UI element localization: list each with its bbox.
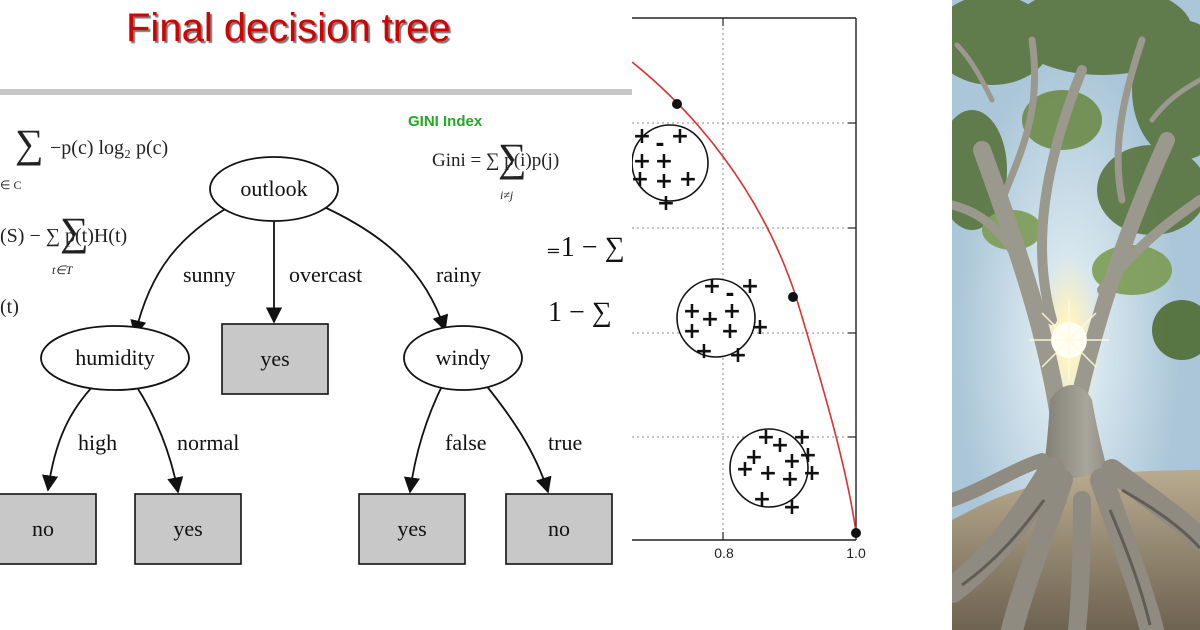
gini-formula: Gini = ∑ p(i)p(j): [432, 150, 560, 171]
edge-high: [42, 383, 96, 492]
cluster-3-plus: +: [781, 467, 799, 492]
entropy-one-minus-formula: 1 − ∑: [548, 297, 612, 328]
cluster-3-plus: +: [753, 487, 771, 512]
cluster-2-plus: +: [703, 274, 721, 299]
cluster-3-plus: +: [757, 425, 775, 450]
leaf-yes-overcast: yes: [221, 323, 329, 395]
slide-title: Final decision tree: [126, 6, 451, 50]
tree-edges: [42, 204, 552, 494]
leaf-label-no-high: no: [32, 516, 54, 541]
node-label-outlook: outlook: [240, 176, 307, 201]
plot-ticks: [722, 18, 856, 540]
cluster-3-plus: +: [783, 449, 801, 474]
leaf-no-high: no: [0, 493, 97, 565]
edge-label-normal: normal: [177, 430, 239, 455]
node-humidity: humidity: [40, 325, 190, 391]
cluster-2-plus: +: [751, 315, 769, 340]
edge-label-overcast: overcast: [289, 262, 362, 287]
cluster-2-plus: +: [701, 307, 719, 332]
leaf-yes-false: yes: [358, 493, 466, 565]
gini-index-label: GINI Index: [408, 113, 483, 130]
cluster-2-plus: +: [683, 299, 701, 324]
node-outlook: outlook: [209, 156, 339, 222]
edge-label-high: high: [78, 430, 117, 455]
cluster-1-plus: +: [633, 149, 651, 174]
cluster-2-plus: +: [721, 319, 739, 344]
cluster-2-plus: +: [723, 299, 741, 324]
curve-point-3: [851, 528, 861, 538]
cluster-1-plus: +: [657, 191, 675, 216]
cluster-1-plus: +: [655, 149, 673, 174]
edge-rainy: [321, 205, 449, 332]
split-formula: (t): [0, 296, 19, 318]
cluster-1-plus: +: [679, 167, 697, 192]
entropy-sum-symbol: ∑: [15, 121, 44, 166]
photo-branches: [952, 36, 1200, 449]
cluster-3-plus: +: [799, 443, 817, 468]
edge-false: [403, 383, 444, 494]
gini-formula-subscript: i≠j: [500, 188, 514, 202]
cluster-2-plus: +: [695, 339, 713, 364]
cluster-2-minus: -: [725, 282, 734, 307]
edge-label-true: true: [548, 430, 582, 455]
cluster-3-plus: +: [745, 445, 763, 470]
gini-one-minus-formula: ₌1 − ∑: [546, 232, 625, 263]
cluster-3-plus: +: [783, 495, 801, 520]
leaf-label-yes-overcast: yes: [260, 346, 289, 371]
tree-photo-image: [952, 0, 1200, 630]
cluster-2-plus: +: [741, 274, 759, 299]
edge-normal: [134, 383, 184, 494]
cluster-2: + - + + + + + + + + +: [676, 274, 769, 368]
decision-tree-slide: Final decision tree GINI Index ∑ −p(c) l…: [0, 0, 632, 565]
edge-label-rainy: rainy: [436, 262, 481, 287]
leaf-label-yes-false: yes: [397, 516, 426, 541]
information-gain-formula: (S) − ∑ p(t)H(t): [0, 225, 128, 247]
cluster-3-plus: +: [793, 425, 811, 450]
leaf-label-no-true: no: [548, 516, 570, 541]
edge-true: [484, 383, 552, 494]
cluster-1-plus: +: [632, 167, 649, 192]
edge-label-false: false: [445, 430, 487, 455]
leaf-no-true: no: [505, 493, 613, 565]
curve-point-2: [788, 292, 798, 302]
entropy-formula: −p(c) log₂ p(c): [50, 137, 169, 159]
impurity-curve-plot: + - + + + + + + + + - + + + + + +: [632, 0, 950, 565]
title-divider: [0, 89, 632, 95]
edge-sunny: [130, 204, 233, 337]
leaf-yes-normal: yes: [134, 493, 242, 565]
gini-sum-symbol: ∑: [498, 135, 527, 180]
node-label-windy: windy: [436, 345, 491, 370]
tree-photo: [952, 0, 1200, 630]
photo-sun: [1029, 300, 1109, 380]
gain-formula-subscript: t∈T: [52, 263, 73, 277]
x-tick-label-1-0: 1.0: [846, 545, 866, 561]
cluster-3-plus: +: [759, 461, 777, 486]
node-windy: windy: [403, 325, 523, 391]
plot-canvas: + - + + + + + + + + - + + + + + +: [632, 17, 866, 561]
x-tick-label-0-8: 0.8: [714, 545, 734, 561]
leaf-label-yes-normal: yes: [173, 516, 202, 541]
cluster-1-plus: +: [633, 124, 651, 149]
decision-tree-diagram: sunny overcast rainy high normal false t…: [0, 156, 613, 565]
node-label-humidity: humidity: [75, 345, 154, 370]
edge-label-sunny: sunny: [183, 262, 236, 287]
entropy-formula-subscript: ∈ C: [0, 178, 22, 192]
cluster-3-plus: +: [771, 433, 789, 458]
cluster-3-plus: +: [803, 461, 821, 486]
cluster-1-plus: +: [671, 124, 689, 149]
cluster-3: + + + + + + + + + + + +: [729, 425, 821, 520]
cluster-2-plus: +: [729, 343, 747, 368]
cluster-2-plus: +: [683, 319, 701, 344]
cluster-3-plus: +: [736, 457, 754, 482]
cluster-1-plus: +: [655, 169, 673, 194]
cluster-1-minus: -: [655, 132, 664, 157]
cluster-1: + - + + + + + + +: [632, 124, 709, 216]
photo-root-shadows: [961, 488, 1200, 626]
gain-sum-symbol: ∑: [60, 209, 89, 254]
curve-point-1: [672, 99, 682, 109]
